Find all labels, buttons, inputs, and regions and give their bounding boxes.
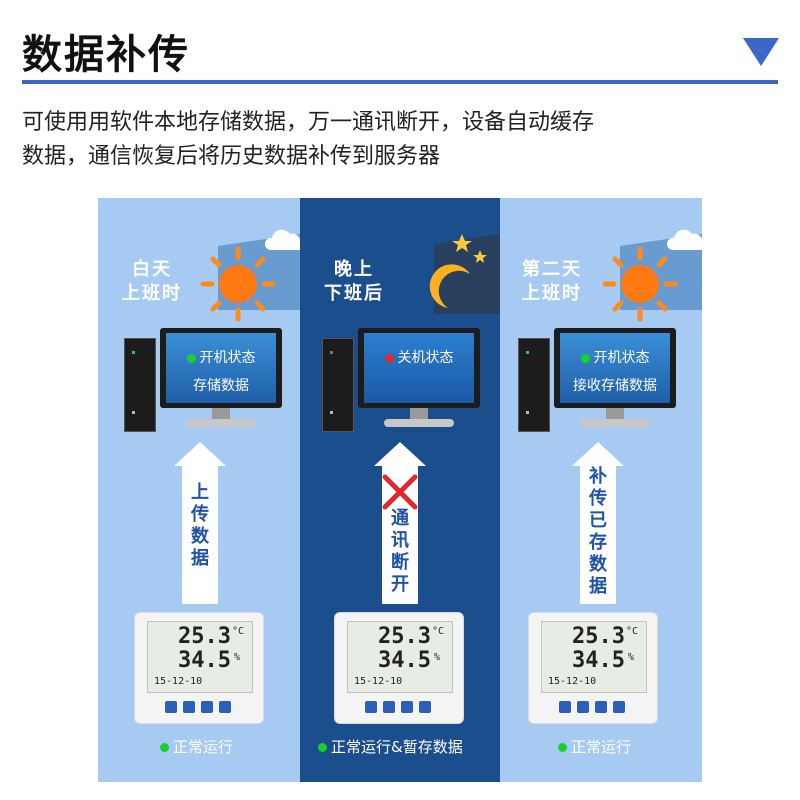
page-title: 数据补传 xyxy=(22,32,190,78)
monitor: 开机状态 接收存储数据 xyxy=(554,328,676,408)
description-line-2: 数据，通信恢复后将历史数据补传到服务器 xyxy=(22,144,441,169)
upload-arrow: 上 传 数 据 xyxy=(174,442,226,604)
monitor-screen: 开机状态 存储数据 xyxy=(166,333,276,403)
panel-title: 白天 上班时 xyxy=(122,259,182,304)
status-dot-icon xyxy=(186,353,196,363)
lcd-display: 25.3 °C 34.5 % 15-12-10 xyxy=(541,621,647,693)
moon-icon xyxy=(429,234,487,308)
panel-title: 晚上 下班后 xyxy=(324,259,384,304)
sensor-device: 25.3 °C 34.5 % 15-12-10 xyxy=(334,612,464,724)
monitor-base xyxy=(186,419,256,427)
status-dot-icon xyxy=(580,353,590,363)
panel-next-day: 第二天 上班时 开机状态 接收存储数据 补 传 已 存 数 据 xyxy=(500,198,702,782)
monitor-neck xyxy=(606,408,624,420)
monitor: 开机状态 存储数据 xyxy=(160,328,282,408)
sun-icon xyxy=(200,246,276,322)
panel-night: 晚上 下班后 关机状态 通 讯 断 开 25.3 °C 34.5 % 15-12… xyxy=(300,198,500,782)
monitor-base xyxy=(384,419,454,427)
device-buttons xyxy=(559,701,629,715)
description-line-1: 可使用用软件本地存储数据，万一通讯断开，设备自动缓存 xyxy=(22,110,595,135)
device-buttons xyxy=(365,701,435,715)
pc-tower xyxy=(518,338,550,432)
lcd-display: 25.3 °C 34.5 % 15-12-10 xyxy=(347,621,453,693)
status-label: 正常运行 xyxy=(160,736,233,757)
status-label: 正常运行&暂存数据 xyxy=(318,736,463,757)
monitor-neck xyxy=(410,408,428,420)
pc-tower xyxy=(322,338,354,432)
resend-arrow: 补 传 已 存 数 据 xyxy=(572,442,624,604)
monitor-screen: 开机状态 接收存储数据 xyxy=(560,333,670,403)
lcd-display: 25.3 °C 34.5 % 15-12-10 xyxy=(147,621,253,693)
pc-tower xyxy=(124,338,156,432)
collapse-triangle-icon[interactable] xyxy=(743,38,779,66)
monitor-screen: 关机状态 xyxy=(364,333,474,403)
cross-icon xyxy=(382,474,418,510)
status-dot-icon xyxy=(384,353,394,363)
status-dot-icon xyxy=(160,743,169,752)
panel-title: 第二天 上班时 xyxy=(522,259,582,304)
sensor-device: 25.3 °C 34.5 % 15-12-10 xyxy=(528,612,658,724)
monitor: 关机状态 xyxy=(358,328,480,408)
status-dot-icon xyxy=(558,743,567,752)
status-label: 正常运行 xyxy=(558,736,631,757)
sun-icon xyxy=(602,246,678,322)
description: 可使用用软件本地存储数据，万一通讯断开，设备自动缓存 数据，通信恢复后将历史数据… xyxy=(22,106,782,174)
sensor-device: 25.3 °C 34.5 % 15-12-10 xyxy=(134,612,264,724)
monitor-neck xyxy=(212,408,230,420)
night-band xyxy=(434,234,500,314)
monitor-base xyxy=(580,419,650,427)
title-underline xyxy=(22,80,778,84)
panel-day: 白天 上班时 开机状态 存储数据 上 传 数 据 25.3 °C xyxy=(98,198,300,782)
disconnect-arrow: 通 讯 断 开 xyxy=(374,442,426,604)
device-buttons xyxy=(165,701,235,715)
status-dot-icon xyxy=(318,743,327,752)
